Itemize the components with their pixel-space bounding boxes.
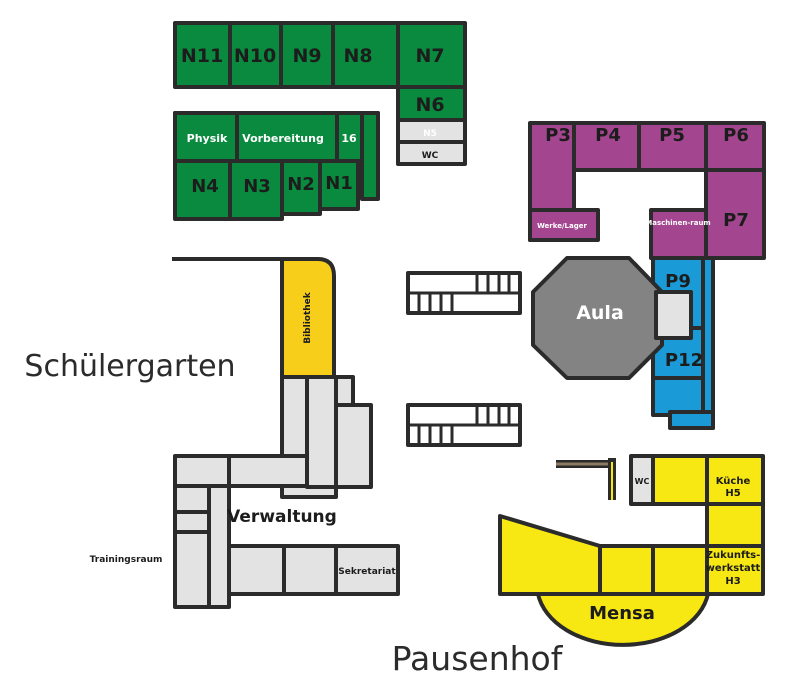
label-mensa: Mensa xyxy=(589,603,655,624)
stairs-upper xyxy=(406,271,522,315)
room-stair-blue xyxy=(701,256,715,430)
room-kueche-left xyxy=(651,454,709,506)
label-p12: P12 xyxy=(665,350,703,371)
north-wing: N11 N10 N9 N8 N7 N6 N5 WC Physik Vorbere… xyxy=(173,21,467,221)
label-n6: N6 xyxy=(415,94,444,116)
label-p4: P4 xyxy=(595,125,621,146)
label-zukunftswerkstatt-1: Zukunfts- xyxy=(706,550,761,561)
label-n8: N8 xyxy=(343,45,372,67)
room-n1[interactable] xyxy=(318,159,360,211)
label-h5: H5 xyxy=(725,488,740,499)
room-blue-foot xyxy=(668,410,715,430)
room-admin-bottom-1 xyxy=(227,544,286,596)
room-physik[interactable] xyxy=(173,111,239,163)
room-n4[interactable] xyxy=(173,159,232,221)
room-aula[interactable] xyxy=(531,256,664,380)
room-maschinenraum[interactable] xyxy=(649,208,708,260)
room-wc-north[interactable] xyxy=(396,140,467,166)
label-n7: N7 xyxy=(415,45,444,67)
label-n2: N2 xyxy=(287,174,315,195)
room-p5[interactable] xyxy=(637,121,708,172)
label-p9: P9 xyxy=(665,271,691,292)
label-verwaltung: Verwaltung xyxy=(227,507,337,527)
room-sekretariat[interactable] xyxy=(334,544,400,596)
room-bibliothek[interactable] xyxy=(280,257,336,379)
label-trainingsraum: Trainingsraum xyxy=(90,555,163,565)
room-p12-ext xyxy=(651,376,705,417)
label-p7: P7 xyxy=(723,210,749,231)
admin-wing: Bibliothek Verwaltung Trainingsraum Sekr… xyxy=(90,257,400,609)
label-maschinenraum: Maschinen-raum xyxy=(645,219,710,227)
room-n2[interactable] xyxy=(280,159,322,216)
stairs-lower xyxy=(406,403,522,447)
label-physik: Physik xyxy=(187,132,228,145)
room-n10[interactable] xyxy=(228,21,283,89)
label-16: 16 xyxy=(341,132,357,145)
aula-stage xyxy=(654,290,693,340)
label-n9: N9 xyxy=(292,45,321,67)
label-zukunftswerkstatt-2: werkstatt xyxy=(706,563,761,574)
mensa-apse xyxy=(536,592,710,647)
p-wing: P3 P4 P5 P6 P7 Werke/Lager Maschinen-rau… xyxy=(528,121,766,430)
room-admin-bottom-2 xyxy=(282,544,338,596)
label-vorbereitung: Vorbereitung xyxy=(242,132,324,145)
room-n9[interactable] xyxy=(279,21,335,89)
mensa-wing: WC Küche H5 Zukunfts- werkstatt H3 Mensa xyxy=(498,454,765,647)
area-pausenhof: Pausenhof xyxy=(392,639,564,678)
room-16-ext xyxy=(360,111,380,201)
room-trainingsraum[interactable] xyxy=(173,530,211,609)
label-werke-lager: Werke/Lager xyxy=(537,222,587,230)
label-wc-north: WC xyxy=(422,151,439,161)
label-wc-south: WC xyxy=(635,477,650,486)
room-kueche[interactable] xyxy=(705,454,765,506)
room-p7[interactable] xyxy=(704,168,766,260)
room-n3[interactable] xyxy=(228,159,284,221)
label-n4: N4 xyxy=(191,176,219,197)
label-h3: H3 xyxy=(725,576,740,587)
label-n1: N1 xyxy=(325,173,353,194)
label-n5: N5 xyxy=(423,129,437,139)
aula: Aula xyxy=(531,256,693,380)
room-n6[interactable] xyxy=(396,85,467,122)
label-p6: P6 xyxy=(723,125,749,146)
label-aula: Aula xyxy=(576,302,624,324)
room-werke-lager[interactable] xyxy=(528,208,600,242)
label-p3: P3 xyxy=(545,125,571,146)
area-schuelergarten: Schülergarten xyxy=(24,349,235,384)
room-n11[interactable] xyxy=(173,21,232,89)
label-kueche: Küche xyxy=(716,476,751,487)
label-sekretariat: Sekretariat xyxy=(338,567,396,577)
label-p5: P5 xyxy=(659,125,685,146)
label-n11: N11 xyxy=(181,45,223,67)
label-n3: N3 xyxy=(243,176,271,197)
label-n10: N10 xyxy=(234,45,276,67)
label-bibliothek: Bibliothek xyxy=(303,291,313,344)
